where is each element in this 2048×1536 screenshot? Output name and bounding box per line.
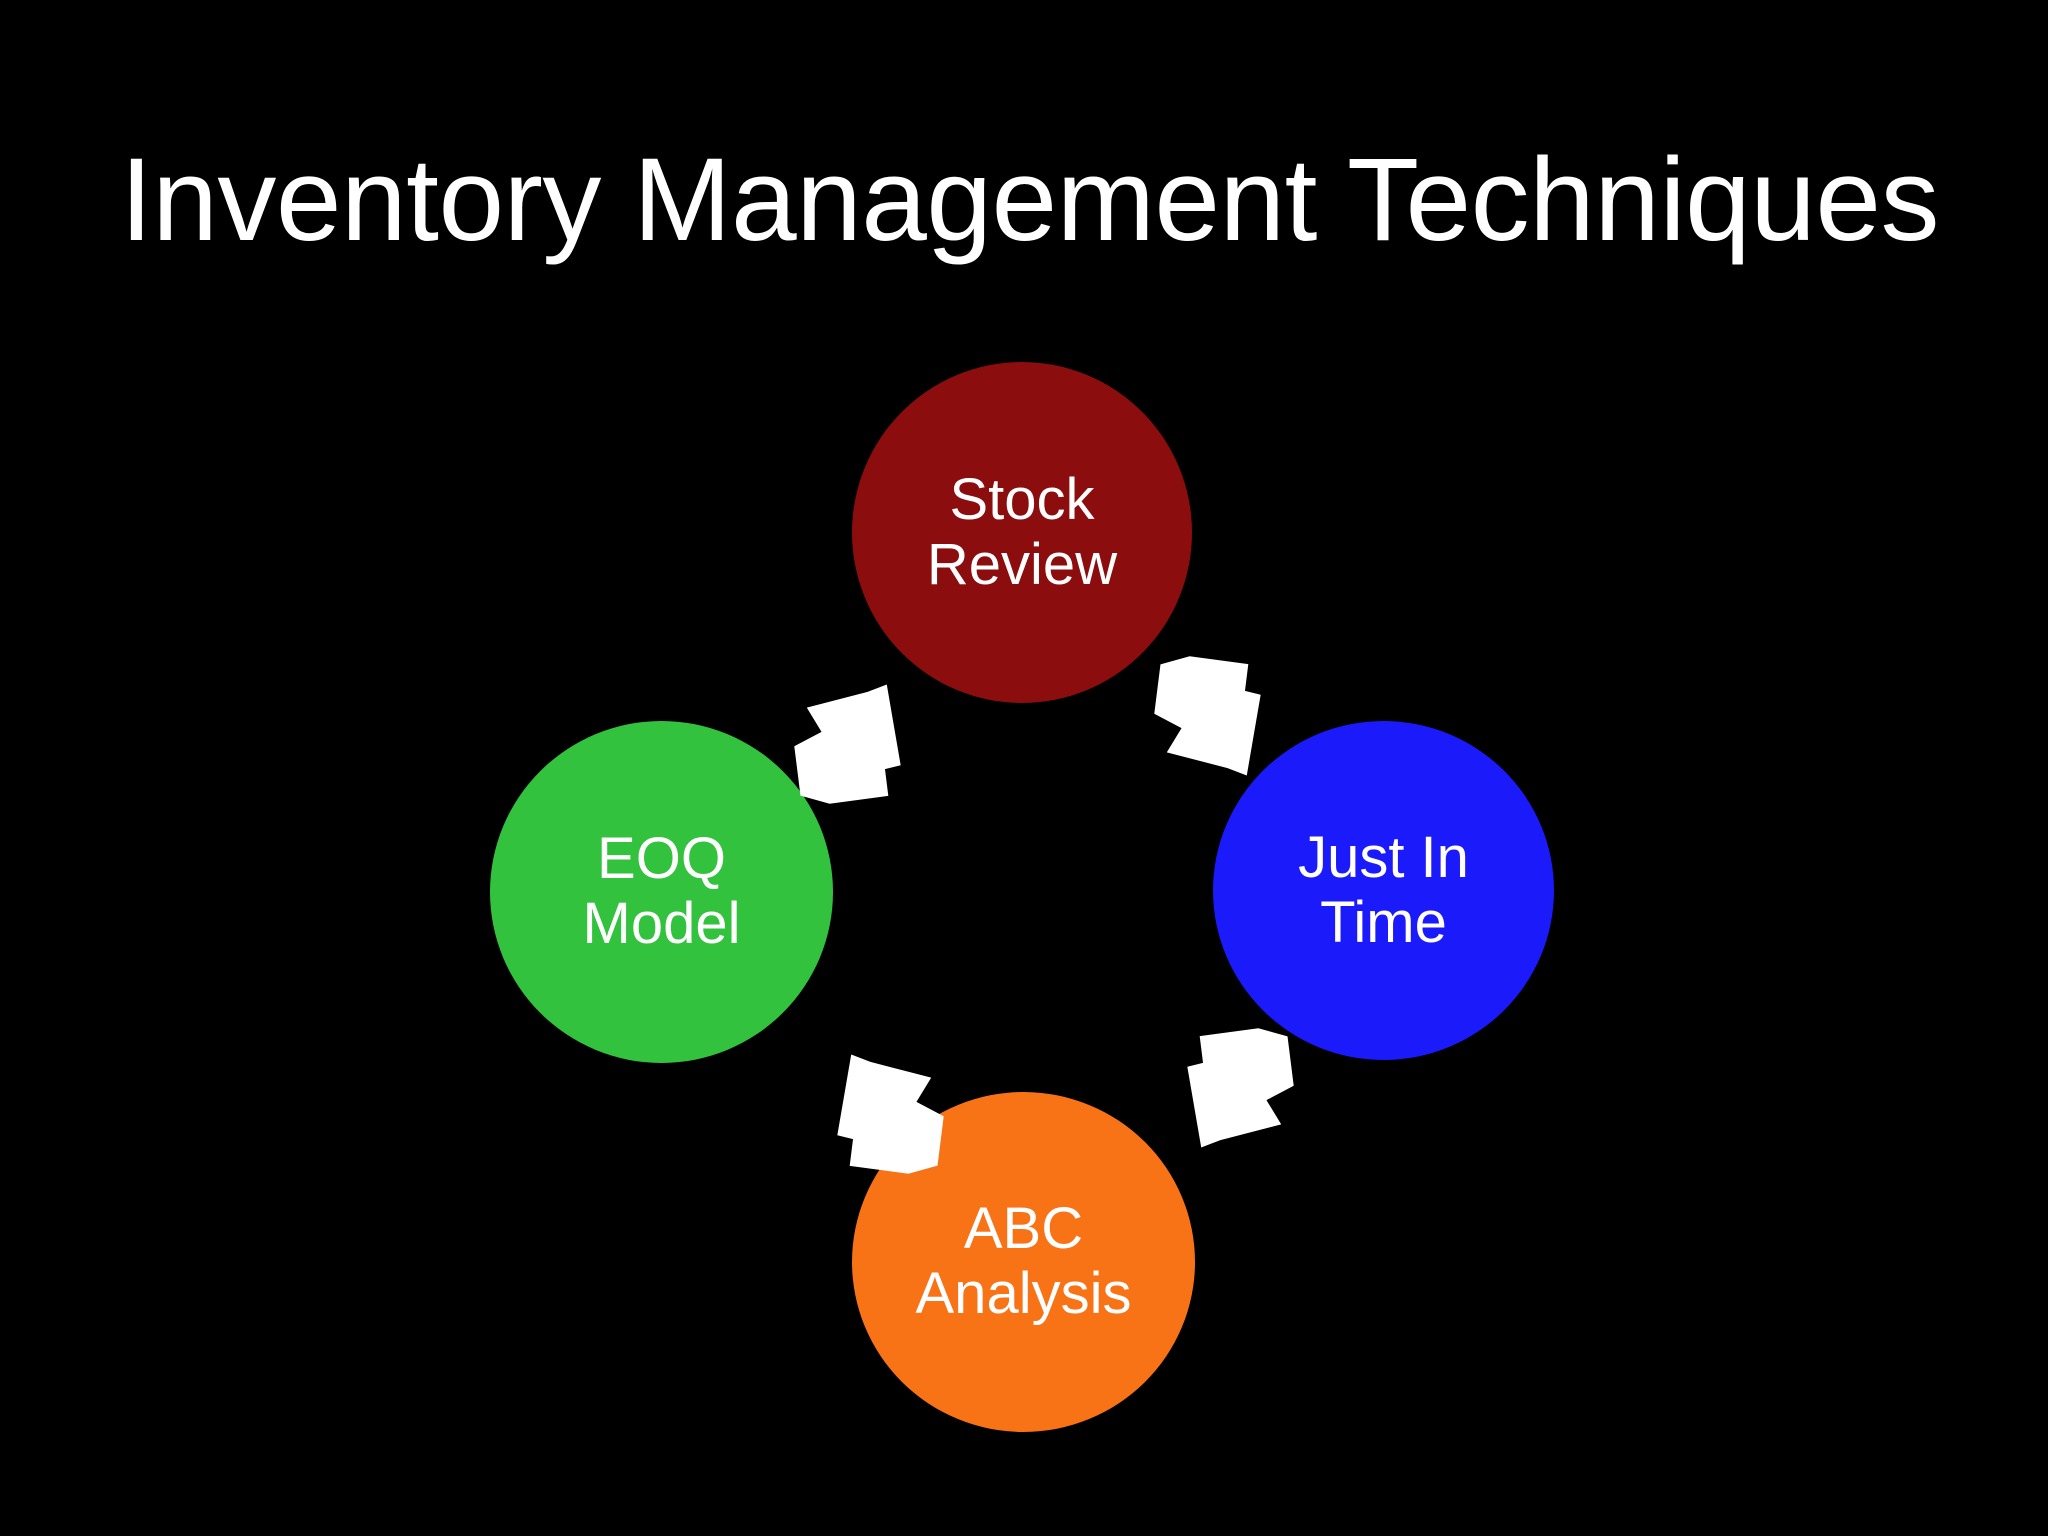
cycle-node-eoq-model-label: EOQ Model — [582, 826, 741, 956]
cycle-node-just-in-time-label: Just In Time — [1298, 824, 1469, 955]
arrow-up-right-icon — [794, 684, 901, 804]
arrow-down-right-icon — [1154, 656, 1261, 776]
cycle-node-eoq-model[interactable]: EOQ Model — [490, 721, 833, 1063]
cycle-node-stock-review[interactable]: Stock Review — [852, 362, 1192, 703]
cycle-node-stock-review-label: Stock Review — [926, 466, 1118, 597]
page-title: Inventory Management Techniques — [120, 134, 1940, 266]
arrow-down-left-icon — [1187, 1028, 1294, 1148]
cycle-node-just-in-time[interactable]: Just In Time — [1213, 721, 1554, 1060]
cycle-node-abc-analysis[interactable]: ABC Analysis — [852, 1092, 1195, 1432]
cycle-node-abc-analysis-label: ABC Analysis — [915, 1196, 1132, 1326]
arrow-up-left-icon — [837, 1054, 944, 1174]
